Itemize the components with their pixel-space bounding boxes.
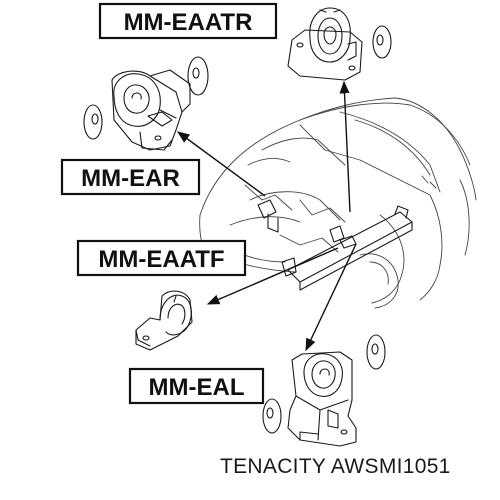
engine-mount-icon [287, 7, 363, 81]
part-label: MM-EAL [149, 374, 245, 401]
brand-name: TENACITY [220, 455, 326, 478]
pointer-arrows [176, 80, 357, 352]
engine-mount-icon [287, 351, 357, 447]
engine-mount-icon [111, 69, 191, 151]
part-label-box: MM-EAATR [98, 2, 278, 40]
part-label-box: MM-EAL [128, 367, 265, 405]
engine-mount-icon [135, 290, 193, 351]
footer-caption: TENACITY AWSMI1051 [220, 455, 500, 479]
part-label: MM-EAATR [124, 9, 253, 36]
washer-icon [372, 25, 392, 59]
car-body-outline [199, 97, 477, 309]
cross-member [257, 199, 413, 291]
part-label: MM-EAR [81, 165, 180, 192]
part-number: AWSMI1051 [330, 455, 451, 478]
washer-icon [83, 56, 209, 140]
washer-icon [262, 334, 386, 434]
part-label: MM-EAATF [98, 246, 224, 273]
part-label-box: MM-EAATF [76, 239, 247, 277]
part-label-box: MM-EAR [60, 158, 201, 196]
